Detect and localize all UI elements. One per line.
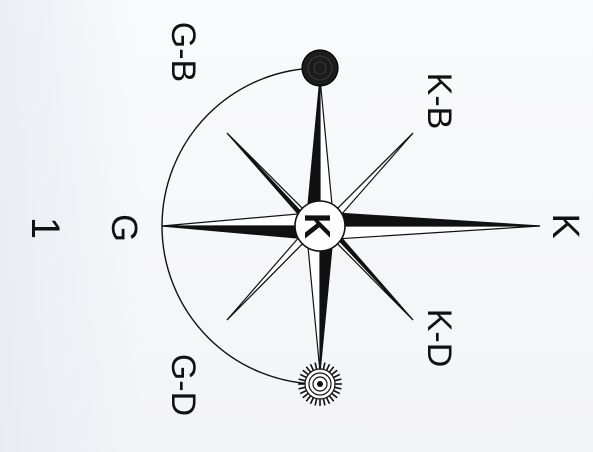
sunburst-ray [332, 393, 337, 397]
sunburst-icon [298, 362, 342, 406]
sunburst-ray [310, 398, 313, 404]
sunburst-ray [315, 363, 317, 370]
cardinal-points [162, 78, 540, 372]
sunburst-ray [299, 379, 306, 381]
sunburst-ray [327, 364, 330, 370]
sunburst-ray [334, 391, 340, 394]
sunburst-ray [329, 367, 333, 372]
sunburst-ray [306, 367, 310, 372]
figure-number: 1 [23, 217, 67, 239]
sunburst-ray [332, 370, 337, 374]
sunburst-ray [303, 370, 308, 374]
sunburst-ray [306, 396, 310, 401]
center-letter-k: K [297, 213, 338, 239]
compass-rose-icon [162, 78, 540, 372]
label-g-b: G-B [164, 22, 202, 82]
sunburst-ray [323, 399, 325, 406]
filled-circle-icon [302, 50, 338, 86]
sunburst-ray [329, 396, 333, 401]
label-g: G [104, 214, 145, 242]
label-g-d: G-D [164, 354, 202, 416]
sunburst-ray [335, 379, 342, 381]
sunburst-ray [327, 398, 330, 404]
label-k-b: K-B [420, 73, 458, 130]
sunburst-ray [323, 363, 325, 370]
sunburst-ray [315, 399, 317, 406]
sunburst-ray [299, 387, 306, 389]
label-k: K [544, 213, 586, 238]
sunburst-ray [335, 387, 342, 389]
sunburst-ray [300, 374, 306, 377]
sunburst-ray [300, 391, 306, 394]
label-k-d: K-D [420, 309, 458, 368]
sunburst-ray [334, 374, 340, 377]
sunburst-ray [310, 364, 313, 370]
sunburst-ray [303, 393, 308, 397]
